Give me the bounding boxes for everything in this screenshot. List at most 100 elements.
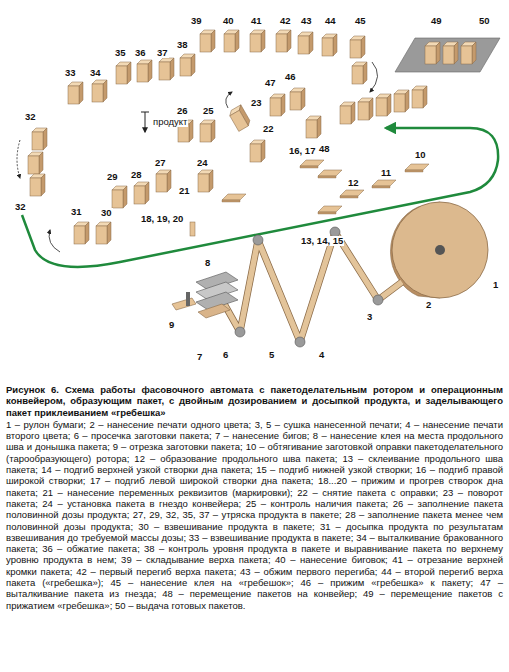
caption-block: Рисунок 6. Схема работы фасовочного авто… bbox=[6, 384, 503, 612]
callout-number: 1 bbox=[492, 280, 499, 290]
callout-number: 32 bbox=[14, 202, 27, 212]
bottom-piece bbox=[190, 222, 195, 236]
packet bbox=[250, 30, 265, 52]
packet bbox=[200, 120, 215, 142]
packet bbox=[352, 62, 367, 84]
callout-number: 49 bbox=[430, 16, 443, 26]
callout-number: 23 bbox=[250, 98, 263, 108]
callout-number: 35 bbox=[114, 48, 127, 58]
callout-number: 47 bbox=[264, 78, 277, 88]
callout-number: 10 bbox=[414, 150, 427, 160]
packet bbox=[298, 32, 313, 54]
roller bbox=[373, 295, 383, 305]
packet bbox=[376, 94, 391, 116]
packet bbox=[156, 170, 171, 192]
roller bbox=[295, 337, 305, 347]
packet bbox=[461, 42, 476, 64]
roller bbox=[253, 235, 263, 245]
callout-number: 34 bbox=[89, 68, 102, 78]
callout-number: 41 bbox=[250, 16, 263, 26]
callout-number: 31 bbox=[70, 207, 83, 217]
callout-number: 37 bbox=[156, 48, 169, 58]
cutter bbox=[186, 292, 190, 306]
packet bbox=[276, 30, 291, 52]
callout-number: 12 bbox=[347, 178, 360, 188]
rotor-sheet bbox=[198, 304, 230, 318]
callout-number: 26 bbox=[176, 106, 189, 116]
packet bbox=[358, 98, 373, 120]
blank bbox=[318, 170, 342, 178]
callout-number: 39 bbox=[190, 16, 203, 26]
callout-number: 6 bbox=[222, 350, 229, 360]
blank bbox=[340, 190, 364, 198]
blank bbox=[405, 164, 429, 172]
callout-number: 50 bbox=[478, 16, 491, 26]
packet bbox=[116, 62, 131, 84]
packet bbox=[200, 30, 215, 52]
blank bbox=[318, 206, 342, 214]
callout-number: 7 bbox=[196, 352, 203, 362]
packet bbox=[32, 128, 47, 150]
roller bbox=[235, 327, 245, 337]
paper-web-edge bbox=[222, 232, 402, 342]
blank bbox=[300, 160, 324, 168]
callout-number: 42 bbox=[279, 16, 292, 26]
cut-blank bbox=[172, 298, 196, 310]
callout-number: 29 bbox=[106, 172, 119, 182]
callout-number: 22 bbox=[262, 124, 275, 134]
packet bbox=[306, 116, 321, 138]
packet bbox=[112, 186, 127, 208]
blank bbox=[372, 180, 396, 188]
callout-number: 32 bbox=[24, 112, 37, 122]
product-feed-arrow bbox=[145, 112, 146, 132]
packet bbox=[68, 82, 83, 104]
packet bbox=[250, 140, 265, 162]
packet bbox=[74, 222, 89, 244]
callout-number: 21 bbox=[178, 186, 191, 196]
callout-number: 24 bbox=[196, 158, 209, 168]
packet bbox=[228, 105, 252, 132]
packet bbox=[322, 34, 337, 56]
packet bbox=[134, 182, 149, 204]
packet bbox=[350, 36, 365, 58]
packet bbox=[180, 54, 195, 76]
callout-number: 18, 19, 20 bbox=[140, 214, 184, 224]
callout-number: 46 bbox=[284, 72, 297, 82]
callout-number: 4 bbox=[318, 350, 325, 360]
callout-number: 30 bbox=[100, 208, 113, 218]
callout-number: 5 bbox=[268, 350, 275, 360]
packet bbox=[137, 60, 152, 82]
caption-list: 1 – рулон бумаги; 2 – нанесение печати о… bbox=[6, 419, 503, 611]
packet bbox=[28, 152, 43, 174]
motion-arrow bbox=[226, 92, 232, 108]
callout-number: 27 bbox=[154, 158, 167, 168]
packet bbox=[198, 170, 213, 192]
callout-number: 40 bbox=[222, 16, 235, 26]
paper-web bbox=[222, 232, 402, 342]
callout-number: 25 bbox=[202, 106, 215, 116]
output-table bbox=[395, 38, 500, 72]
callout-number: 13, 14, 15 bbox=[300, 236, 344, 246]
callout-number: 11 bbox=[380, 168, 392, 178]
machine-illustration bbox=[0, 0, 509, 384]
callout-number: 45 bbox=[354, 16, 367, 26]
motion-arrow bbox=[370, 62, 378, 92]
roll-axis bbox=[435, 245, 445, 255]
callout-number: 44 bbox=[324, 16, 337, 26]
callout-number: 3 bbox=[366, 312, 373, 322]
packet bbox=[425, 42, 440, 64]
callout-number: 33 bbox=[64, 68, 77, 78]
callout-number: 36 bbox=[134, 48, 147, 58]
packet bbox=[340, 102, 355, 124]
packet bbox=[92, 80, 107, 102]
callout-number: 48 bbox=[318, 144, 331, 154]
callout-number: 8 bbox=[204, 258, 211, 268]
packet bbox=[224, 30, 239, 52]
motion-arrow bbox=[17, 140, 20, 178]
packet bbox=[270, 94, 285, 116]
figure-caption: Рисунок 6. Схема работы фасовочного авто… bbox=[6, 384, 503, 418]
paper-roll bbox=[392, 202, 488, 298]
packet bbox=[290, 88, 305, 110]
motion-arrow bbox=[49, 230, 60, 252]
